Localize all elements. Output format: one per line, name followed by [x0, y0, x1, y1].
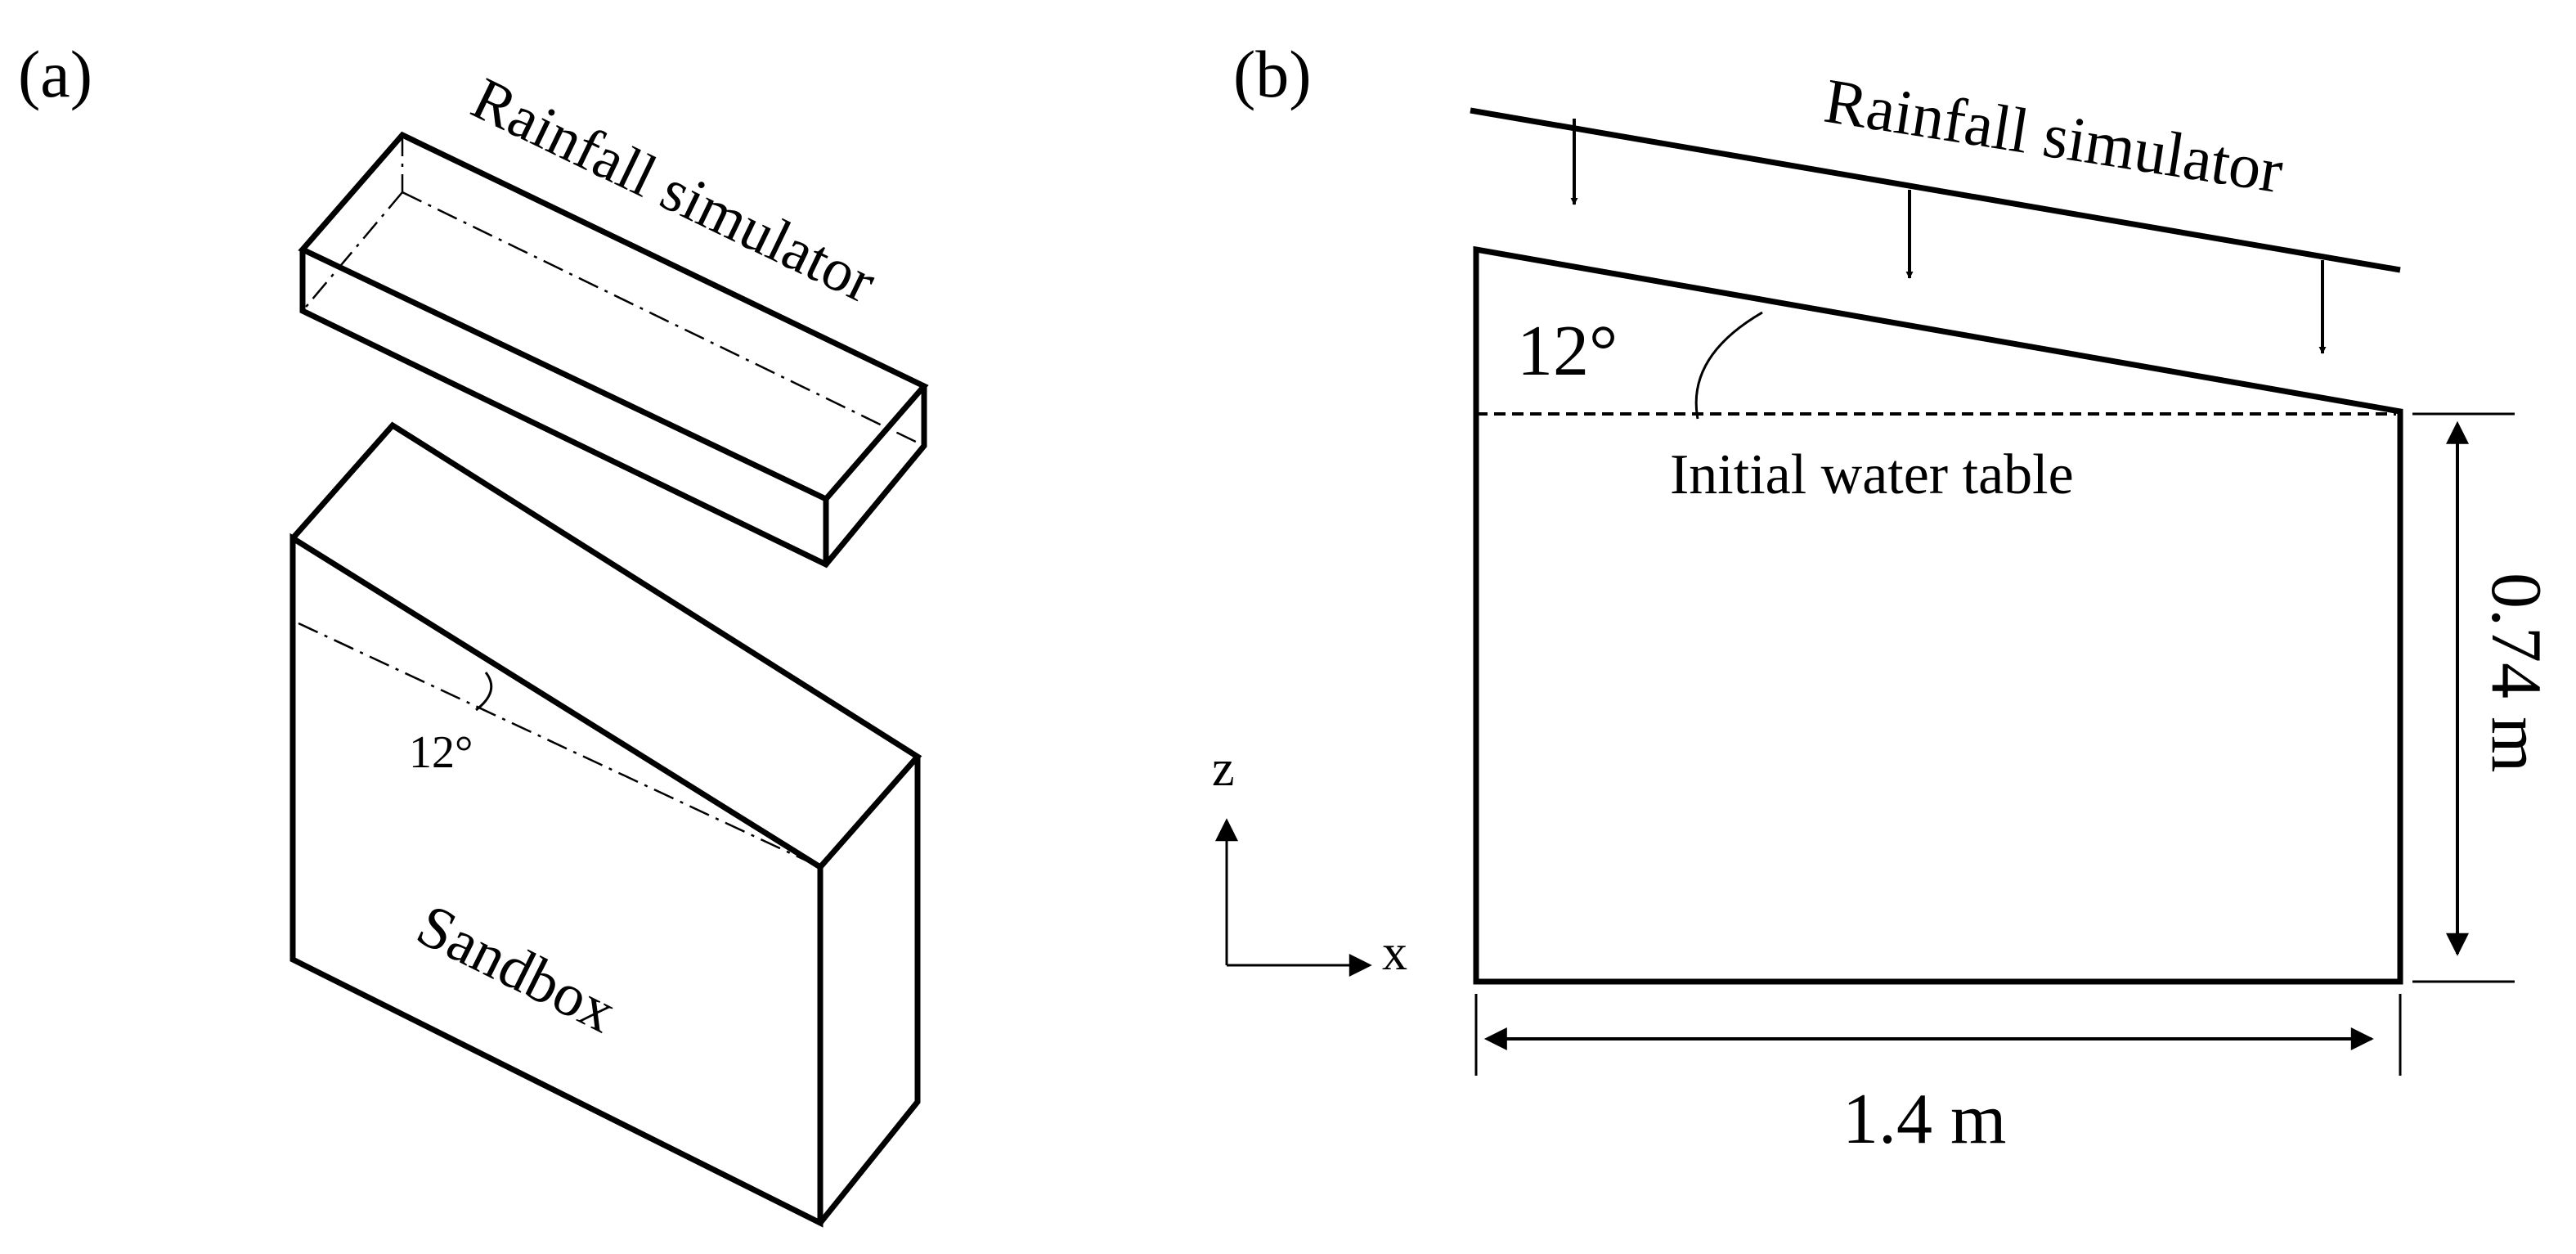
sandbox-side-face [818, 757, 921, 1225]
section-angle-label: 12° [1517, 312, 1618, 391]
panel-a: (a) Rainfall simulator 12° Sandbox [18, 37, 929, 1228]
panel-b-label: (b) [1233, 37, 1312, 111]
simulator-label: Rainfall simulator [462, 65, 886, 316]
z-axis-label: z [1212, 741, 1235, 797]
width-label: 1.4 m [1842, 1080, 2006, 1159]
height-dimension: 0.74 m [2412, 412, 2556, 983]
sandbox-top-face [290, 421, 922, 870]
sandbox-front-face [289, 533, 824, 1228]
sandbox-horizontal-reference [298, 622, 821, 869]
sandbox-label: Sandbox [406, 892, 626, 1046]
sandbox-angle-arc [475, 672, 493, 712]
width-dimension: 1.4 m [1474, 994, 2402, 1159]
panel-a-label: (a) [18, 37, 92, 111]
rainfall-simulator-box: Rainfall simulator [298, 65, 929, 569]
simulator-hidden-edge-left [302, 191, 403, 312]
height-label: 0.74 m [2476, 573, 2556, 772]
sandbox-angle-label: 12° [409, 727, 473, 778]
simulator-hidden-edge-back [402, 191, 925, 447]
x-axis-label: x [1382, 925, 1407, 981]
section-angle-arc [1694, 311, 1763, 420]
coordinate-axes: z x [1212, 741, 1407, 981]
water-table-label: Initial water table [1670, 443, 2074, 506]
sandbox-section [1473, 245, 2403, 985]
panel-b: (b) Rainfall simulator Initial water tab… [1212, 37, 2556, 1159]
simulator-line [1470, 107, 2401, 273]
